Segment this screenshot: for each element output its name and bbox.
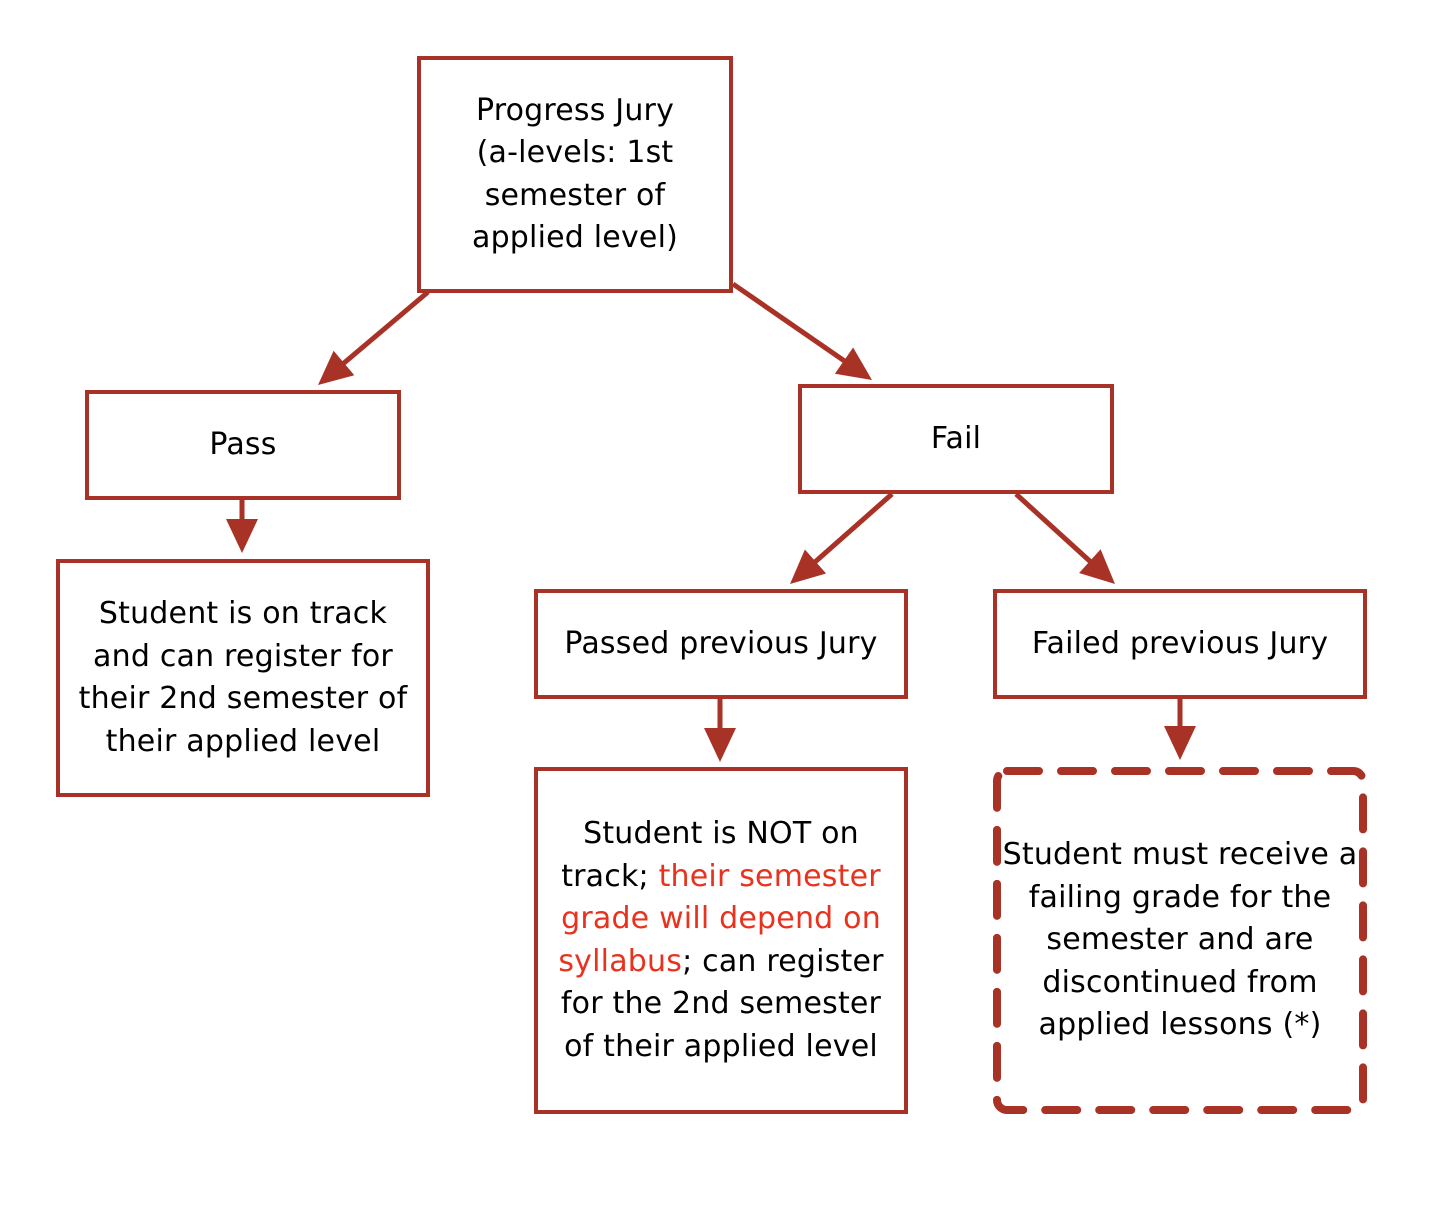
arrow-jury-to-pass	[318, 290, 430, 385]
fail-text: Fail	[930, 420, 982, 456]
fail-node: Fail	[798, 384, 1114, 494]
arrow-jury-to-pass-shaft	[340, 290, 430, 367]
on-track-text: Student is on track and can register for…	[78, 596, 408, 759]
progress-jury-text: Progress Jury (a-levels: 1st semester of…	[471, 92, 679, 256]
arrow-passed-to-not-on-track	[704, 699, 736, 762]
arrow-fail-to-passed-previous	[790, 492, 894, 584]
pass-node: Pass	[85, 390, 401, 500]
arrow-group	[226, 281, 1196, 762]
arrow-fail-to-failed-previous-head	[1079, 549, 1115, 584]
failed-previous-jury-text: Failed previous Jury	[1031, 625, 1329, 661]
failed-previous-jury-node: Failed previous Jury	[993, 589, 1367, 699]
not-on-track-text: Student is NOT on track; their semester …	[558, 813, 883, 1068]
arrow-pass-to-on-track-head	[226, 519, 258, 553]
arrow-pass-to-on-track	[226, 500, 258, 553]
arrow-jury-to-fail-head	[834, 347, 872, 380]
passed-previous-jury-text: Passed previous Jury	[564, 625, 878, 661]
arrow-fail-to-passed-previous-head	[790, 549, 827, 584]
not-on-track-text-start: Student is NOT on track;	[561, 816, 859, 894]
arrow-fail-to-failed-previous	[1014, 492, 1115, 584]
dashed-border	[993, 767, 1367, 1114]
not-on-track-text-end: ; can register for the 2nd semester of t…	[560, 943, 884, 1064]
not-on-track-node: Student is NOT on track; their semester …	[534, 767, 908, 1114]
progress-jury-node: Progress Jury (a-levels: 1st semester of…	[417, 56, 733, 293]
arrow-jury-to-fail-shaft	[731, 281, 848, 364]
arrow-jury-to-fail	[731, 281, 872, 380]
discontinued-node: Student must receive a failing grade for…	[993, 767, 1367, 1114]
arrow-failed-to-discontinued	[1164, 699, 1196, 760]
discontinued-text: Student must receive a failing grade for…	[1002, 837, 1358, 1043]
on-track-node: Student is on track and can register for…	[56, 559, 430, 797]
arrow-fail-to-failed-previous-shaft	[1014, 492, 1094, 565]
arrow-jury-to-pass-head	[318, 350, 355, 385]
arrow-failed-to-discontinued-head	[1164, 726, 1196, 760]
arrow-passed-to-not-on-track-head	[704, 728, 736, 762]
passed-previous-jury-node: Passed previous Jury	[534, 589, 908, 699]
grade-depends-on-syllabus-text: their semester grade will depend on syll…	[558, 858, 881, 979]
arrow-fail-to-passed-previous-shaft	[812, 492, 894, 565]
pass-text: Pass	[209, 426, 277, 462]
